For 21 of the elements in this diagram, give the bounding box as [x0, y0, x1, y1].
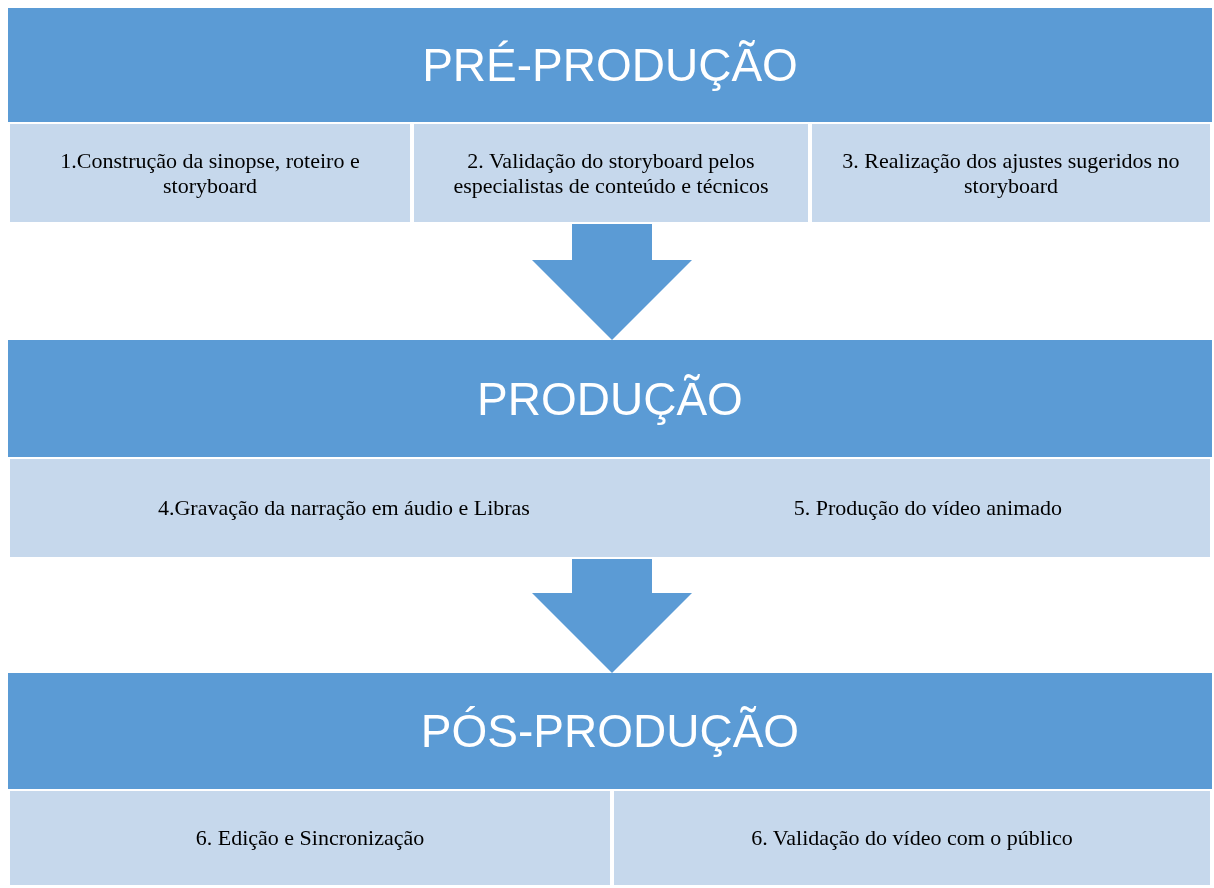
phase-header: [8, 673, 1212, 789]
phase-header: [8, 340, 1212, 457]
block-arrow: [532, 559, 692, 673]
step-box: [8, 122, 412, 224]
step-box: [612, 789, 1212, 887]
phase-title: PÓS-PRODUÇÃO: [420, 704, 800, 758]
phase-title: PRODUÇÃO: [477, 371, 743, 426]
phase-title: PRÉ-PRODUÇÃO: [422, 38, 798, 92]
step-text: 2. Validação do storyboard pelos especialistas de conteúdo e técnicos: [452, 147, 770, 199]
step-text: 5. Produção do vídeo animado: [793, 495, 1063, 521]
step-box: [810, 122, 1212, 224]
step-text: 3. Realização dos ajustes sugeridos no storyboard: [841, 147, 1181, 199]
block-arrow: [532, 224, 692, 340]
phase-header: [8, 8, 1212, 122]
step-box: [8, 789, 612, 887]
step-text: 4.Gravação da narração em áudio e Libras: [157, 495, 530, 521]
step-box: [8, 457, 1212, 559]
step-text: 6. Edição e Sincronização: [195, 825, 425, 851]
step-text: 1.Construção da sinopse, roteiro e storyboard: [59, 147, 361, 199]
step-text: 6. Validação do vídeo com o público: [751, 825, 1073, 851]
step-box: [412, 122, 810, 224]
